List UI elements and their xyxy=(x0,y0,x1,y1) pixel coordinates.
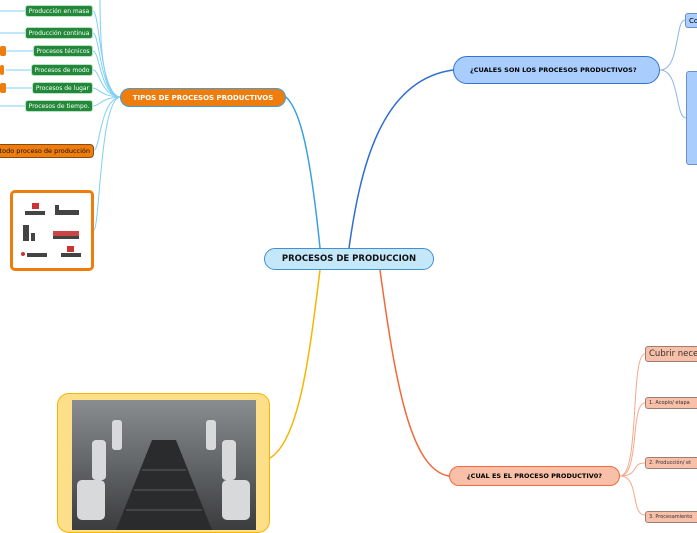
connector-lines xyxy=(0,0,687,516)
subtopic-produccion-masa[interactable]: Producción en masa xyxy=(25,5,93,17)
topic-tipos-procesos[interactable]: TIPOS DE PROCESOS PRODUCTIVOS xyxy=(120,88,286,107)
subtopic-procesos-tecnicos[interactable]: Procesos técnicos xyxy=(33,45,93,57)
collapsed-node-stub[interactable] xyxy=(0,83,6,93)
subtopic-acopio[interactable]: 1. Acopio/ etapa xyxy=(645,397,697,409)
topic-cual-es[interactable]: ¿CUAL ES EL PROCESO PRODUCTIV0? xyxy=(449,466,620,486)
note-todo-proceso[interactable]: todo proceso de producción xyxy=(0,144,94,158)
robot-assembly-line-image[interactable] xyxy=(57,393,270,533)
robot-factory-photo xyxy=(71,400,256,530)
subtopic-produccion-continua[interactable]: Producción continua xyxy=(25,27,93,39)
subtopic-produccion[interactable]: 2. Producción/ et xyxy=(645,457,697,469)
factory-icons-image[interactable] xyxy=(10,190,94,271)
subtopic-cubrir-necesidades[interactable]: Cubrir neces xyxy=(645,346,697,362)
collapsed-node-stub[interactable] xyxy=(0,46,6,56)
subtopic-procesos-modo[interactable]: Procesos de modo xyxy=(31,64,93,76)
central-topic[interactable]: PROCESOS DE PRODUCCION xyxy=(264,248,434,270)
topic-cuales-son[interactable]: ¿CUALES SON LOS PROCESOS PRODUCTIVOS? xyxy=(453,56,660,84)
subtopic-cuales-child[interactable]: Co xyxy=(685,13,697,28)
subtopic-procesamiento[interactable]: 3. Procesamiento xyxy=(645,511,697,523)
subtopic-cuales-box[interactable] xyxy=(686,71,697,165)
subtopic-procesos-lugar[interactable]: Procesos de lugar xyxy=(32,82,93,94)
collapsed-node-stub[interactable] xyxy=(0,65,4,75)
machinery-icon xyxy=(21,202,81,257)
subtopic-procesos-tiempo[interactable]: Procesos de tiempo. xyxy=(25,100,93,112)
